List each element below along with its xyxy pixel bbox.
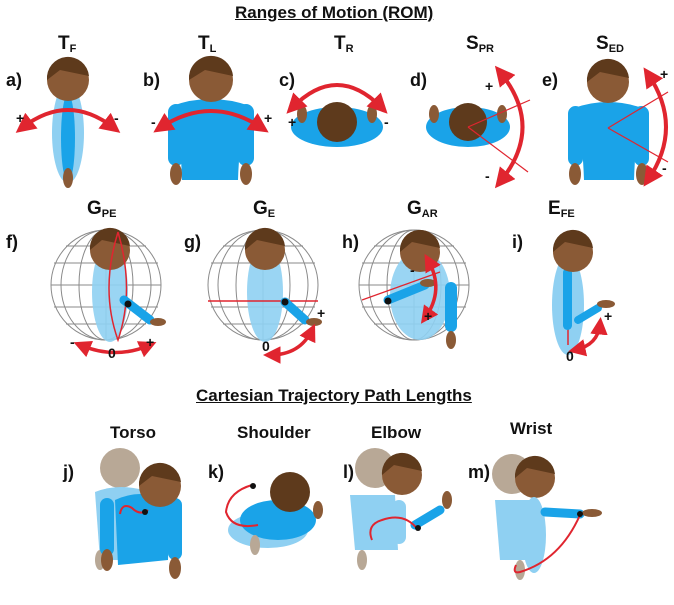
- sign-c-plus: +: [288, 114, 296, 130]
- sign-g-plus: +: [317, 305, 325, 321]
- sign-h-minus: -: [410, 262, 415, 278]
- sign-i-plus: +: [604, 308, 612, 324]
- sign-f-minus: -: [70, 334, 75, 350]
- figure-h-body: [362, 230, 457, 349]
- sign-h-plus: +: [424, 308, 432, 324]
- figure-a-body: [22, 57, 114, 188]
- sign-e-minus: -: [662, 160, 667, 176]
- sign-f-zero: 0: [108, 345, 116, 361]
- figure-b-body: [160, 56, 262, 185]
- figure-l-body: [350, 448, 452, 570]
- sign-b-minus: -: [151, 114, 156, 130]
- figure-j-body: [95, 448, 182, 579]
- sign-i-zero: 0: [566, 348, 574, 364]
- sign-g-zero: 0: [262, 338, 270, 354]
- sign-d-plus: +: [485, 78, 493, 94]
- figure-c-body: [291, 85, 383, 147]
- figure-d-body: [426, 72, 530, 182]
- sign-a-minus: -: [114, 110, 119, 126]
- sign-b-plus: +: [264, 110, 272, 126]
- sign-f-plus: +: [146, 334, 154, 350]
- sign-c-minus: -: [384, 114, 389, 130]
- figure-g-body: [208, 228, 322, 355]
- sign-e-plus: +: [660, 66, 668, 82]
- sign-a-plus: +: [16, 110, 24, 126]
- figure-m-body: [492, 454, 602, 580]
- figure-k-body: [226, 472, 323, 555]
- sign-d-minus: -: [485, 168, 490, 184]
- figure-e-body: [568, 59, 668, 185]
- figure-i-body: [552, 230, 615, 355]
